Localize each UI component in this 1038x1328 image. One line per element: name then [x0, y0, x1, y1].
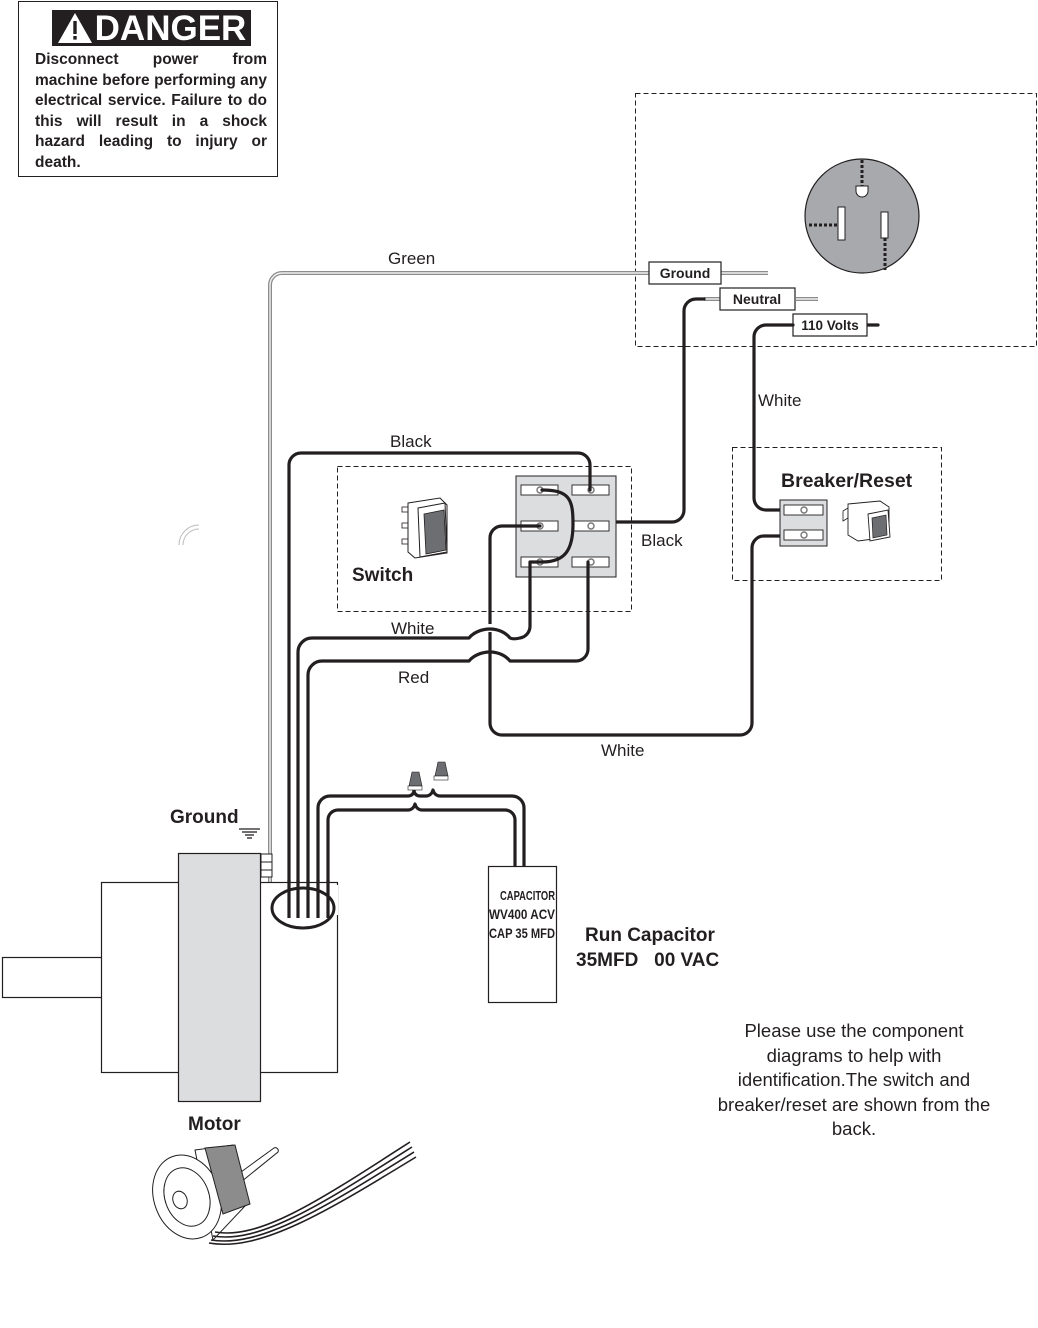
rocker-switch-icon — [401, 497, 448, 559]
capacitor-wire-inner — [326, 802, 517, 1012]
white-wire-breaker-label: White — [758, 391, 801, 410]
breaker-terminal-block — [779, 499, 828, 547]
danger-text: Disconnect power from machine before per… — [35, 51, 267, 171]
run-capacitor-title: Run Capacitor — [585, 925, 715, 946]
motor-label: Motor — [188, 1114, 241, 1135]
switch-label: Switch — [352, 565, 413, 586]
wire-nut-icon — [433, 761, 449, 781]
ground-terminal-label: Ground — [660, 265, 711, 281]
green-ground-wire — [268, 271, 768, 1005]
warning-triangle-icon — [57, 13, 92, 43]
ground-terminal: Ground — [648, 261, 722, 285]
black-wire-top-label: Black — [390, 432, 432, 451]
motor-leads — [287, 880, 330, 918]
breaker-label: Breaker/Reset — [781, 470, 913, 492]
run-capacitor-spec: 35MFD 00 VAC — [576, 950, 720, 971]
green-wire-label: Green — [388, 249, 435, 268]
white-wire-bottom-label: White — [601, 741, 644, 760]
identification-note: Please use the component diagrams to hel… — [717, 1020, 991, 1140]
hot-white-wire — [752, 323, 795, 512]
hot-terminal: 110 Volts — [792, 313, 868, 337]
black-wire-top — [287, 451, 592, 1012]
outlet-region — [635, 93, 1037, 347]
ground-symbol-icon — [239, 828, 260, 839]
capacitor-body-line2: WV400 ACV — [489, 907, 555, 922]
capacitor-body-line3: CAP 35 MFD — [489, 926, 555, 941]
white-wire-bottom — [488, 524, 794, 737]
black-wire-right-label: Black — [641, 531, 683, 550]
breaker-region — [732, 447, 942, 581]
danger-title: DANGER — [94, 8, 247, 48]
hot-terminal-label: 110 Volts — [801, 318, 859, 333]
neutral-black-wire — [592, 297, 706, 524]
switch-region — [337, 466, 632, 612]
outlet-receptacle-icon — [804, 158, 920, 274]
motor-illustration-icon — [152, 1141, 417, 1245]
wire-nut-icon — [407, 771, 423, 791]
capacitor-wire-outer — [316, 788, 526, 1012]
red-wire-label: Red — [398, 668, 429, 687]
ground-label: Ground — [170, 807, 239, 828]
neutral-terminal: Neutral — [719, 287, 796, 311]
red-wire — [306, 560, 590, 1012]
neutral-terminal-label: Neutral — [733, 291, 781, 307]
danger-header: DANGER — [52, 10, 251, 46]
capacitor-body-line1: CAPACITOR — [500, 888, 555, 903]
switch-jumper-wire — [540, 488, 575, 564]
danger-warning-box: DANGER Disconnect power from machine bef… — [18, 1, 278, 177]
breaker-reset-icon — [842, 500, 891, 542]
white-wire-left — [296, 560, 544, 1012]
white-wire-left-label: White — [391, 619, 434, 638]
capacitor-body: CAPACITOR WV400 ACV CAP 35 MFD — [487, 865, 558, 1004]
